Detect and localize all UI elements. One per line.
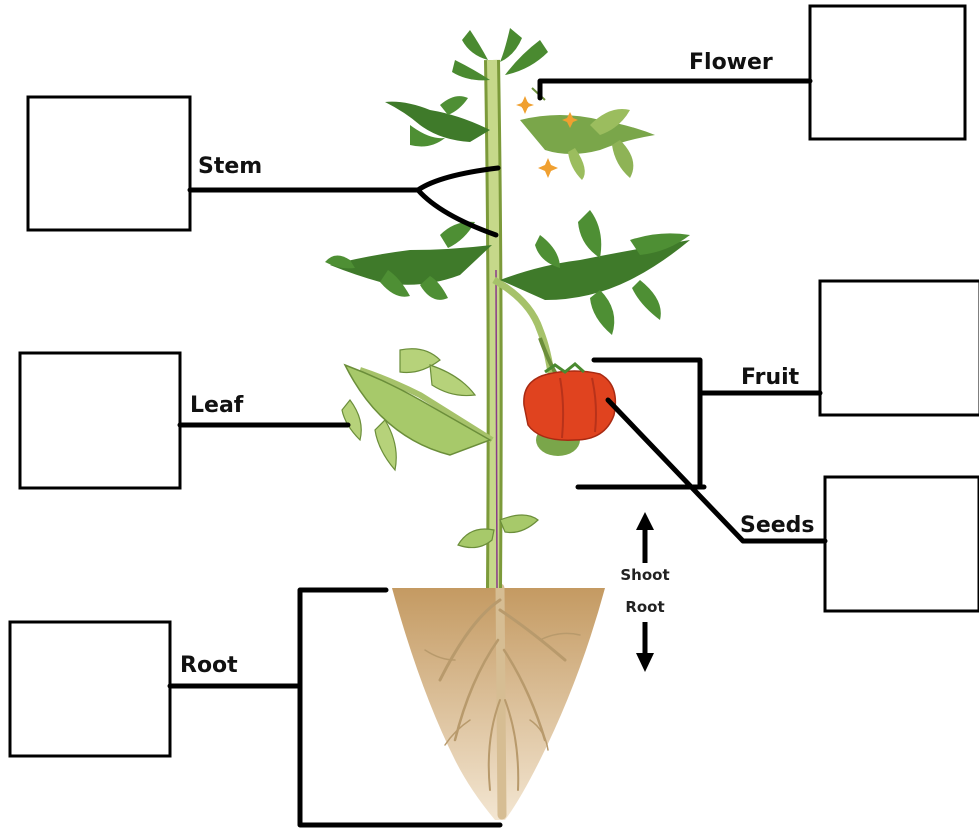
- growth-direction-arrows: Shoot Root: [620, 512, 669, 672]
- answer-box-stem[interactable]: [28, 97, 190, 230]
- answer-box-seeds[interactable]: [825, 477, 979, 611]
- up-arrow-icon: [636, 512, 654, 563]
- answer-box-leaf[interactable]: [20, 353, 180, 488]
- answer-box-root[interactable]: [10, 622, 170, 756]
- answer-box-fruit[interactable]: [820, 281, 979, 415]
- label-flower: Flower: [689, 50, 773, 75]
- root-direction-label: Root: [625, 598, 664, 616]
- answer-box-flower[interactable]: [810, 6, 965, 139]
- label-root: Root: [180, 653, 238, 678]
- label-seeds: Seeds: [740, 513, 815, 538]
- label-stem: Stem: [198, 154, 262, 179]
- down-arrow-icon: [636, 622, 654, 672]
- label-leaf: Leaf: [190, 393, 244, 418]
- tomato-fruit: [524, 338, 616, 456]
- label-fruit: Fruit: [741, 365, 800, 390]
- shoot-label: Shoot: [620, 566, 669, 584]
